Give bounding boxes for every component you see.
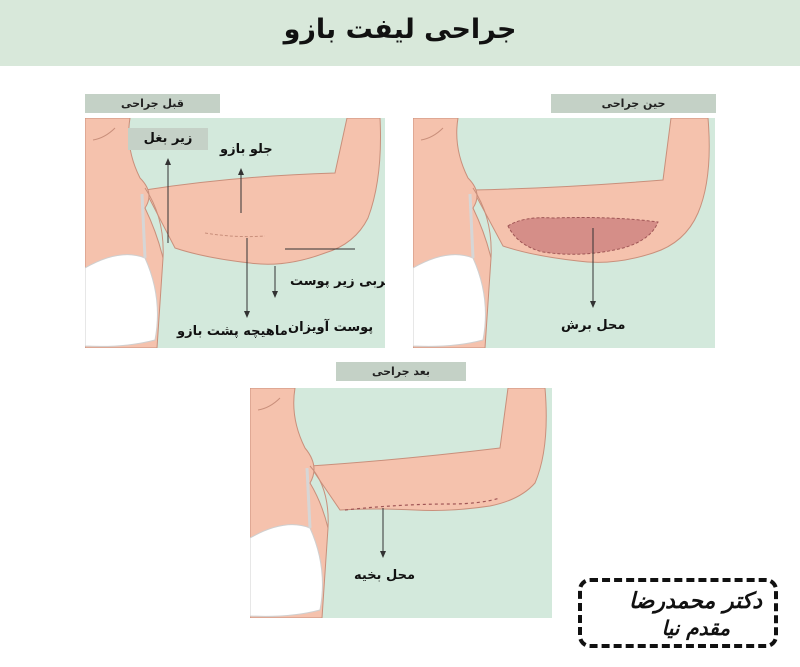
doctor-signature-stamp: دکتر محمدرضا مقدم نیا	[578, 578, 778, 648]
before-illustration	[85, 118, 381, 348]
during-illustration	[413, 118, 710, 348]
panel-after-surgery: محل بخیه	[250, 388, 552, 618]
tag-before-surgery: قبل جراحی	[85, 94, 220, 113]
label-subcutaneous-fat: چربی زیر پوست	[290, 274, 385, 289]
label-incision-site: محل برش	[561, 318, 626, 333]
stamp-line-1: دکتر محمدرضا	[629, 588, 762, 614]
title-banner	[0, 0, 800, 66]
tag-after-surgery: بعد جراحی	[336, 362, 466, 381]
label-triceps: ماهیچه پشت بازو	[177, 324, 288, 339]
panel-during-surgery: محل برش	[413, 118, 715, 348]
stamp-line-2: مقدم نیا	[661, 616, 730, 640]
after-illustration	[250, 388, 547, 618]
tag-during-surgery: حین جراحی	[551, 94, 716, 113]
page-title: جراحی لیفت بازو	[283, 14, 517, 45]
label-front-arm: جلو بازو	[220, 142, 273, 157]
panel-before-surgery: زیر بغل جلو بازو چربی زیر پوست پوست آویز…	[85, 118, 385, 348]
label-sagging-skin: پوست آویزان	[288, 320, 374, 335]
label-suture-site: محل بخیه	[354, 568, 415, 583]
label-armpit: زیر بغل	[128, 128, 208, 150]
